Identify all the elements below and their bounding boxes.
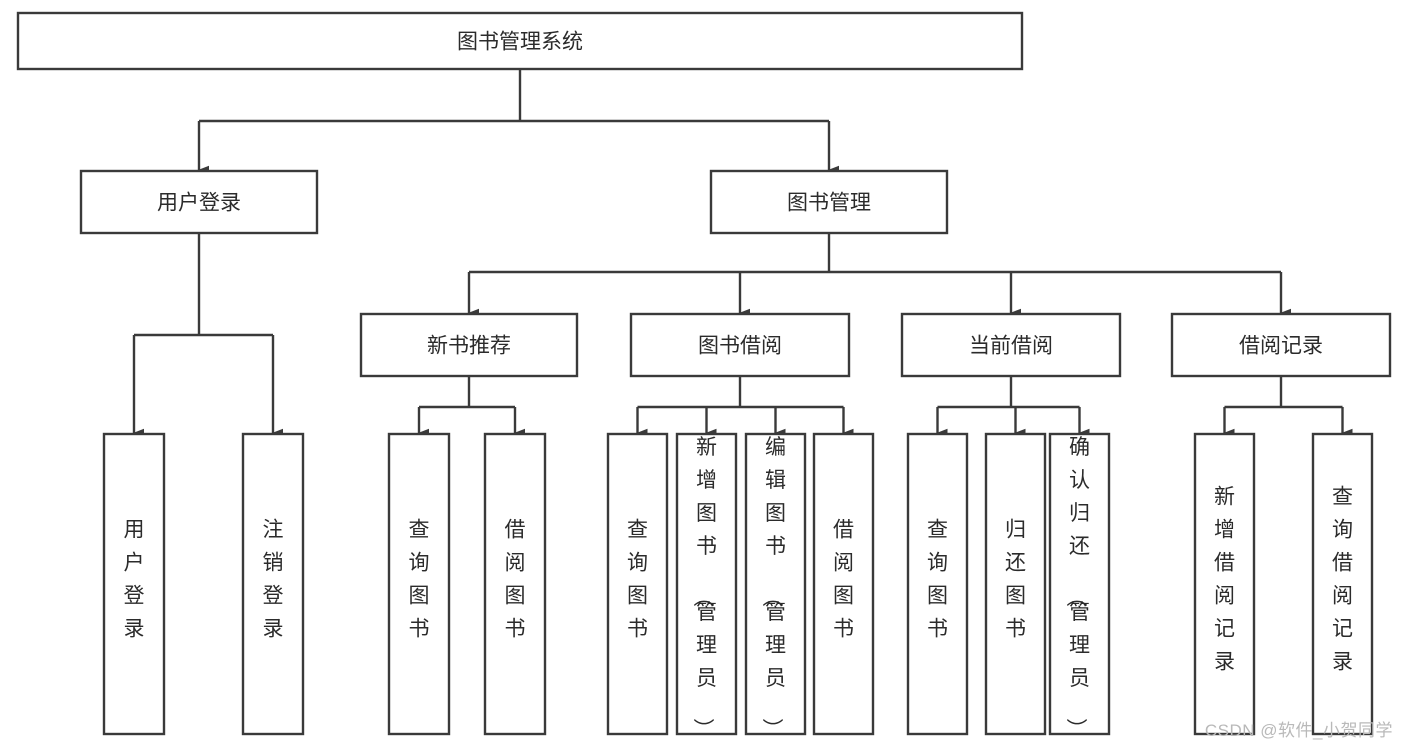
node-label-borrow_record: 借阅记录 <box>1239 335 1323 358</box>
node-label-leaf_user_login: 用户登录 <box>124 519 145 641</box>
node-book_borrow[interactable]: 图书借阅 <box>629 312 851 378</box>
node-box-new_book_rec <box>359 312 579 378</box>
node-box-leaf_query_book_2 <box>606 432 669 736</box>
node-label-leaf_query_record: 查询借阅记录 <box>1332 486 1353 674</box>
node-leaf_add_record[interactable]: 新增借阅记录 <box>1193 432 1256 736</box>
node-label-leaf_add_book: 新增图书（管理员） <box>691 436 717 739</box>
node-box-leaf_confirm_return <box>1048 432 1111 736</box>
node-label-leaf_query_book_2: 查询图书 <box>627 519 648 641</box>
node-leaf_edit_book[interactable]: 编辑图书（管理员） <box>744 432 807 739</box>
node-leaf_borrow_book_2[interactable]: 借阅图书 <box>812 432 875 736</box>
node-label-leaf_logout: 注销登录 <box>263 519 284 641</box>
node-box-root <box>16 11 1024 71</box>
node-label-leaf_add_record: 新增借阅记录 <box>1214 486 1235 674</box>
node-box-leaf_user_login <box>102 432 166 736</box>
node-current_borrow[interactable]: 当前借阅 <box>900 312 1122 378</box>
node-label-leaf_query_book_3: 查询图书 <box>927 519 948 641</box>
node-box-leaf_query_book_1 <box>387 432 451 736</box>
node-borrow_record[interactable]: 借阅记录 <box>1170 312 1392 378</box>
node-leaf_query_book_2[interactable]: 查询图书 <box>606 432 669 736</box>
node-label-user_login: 用户登录 <box>157 192 241 215</box>
node-box-leaf_borrow_book_2 <box>812 432 875 736</box>
node-box-leaf_query_book_3 <box>906 432 969 736</box>
node-label-leaf_borrow_book_2: 借阅图书 <box>833 519 854 641</box>
node-label-book_manage: 图书管理 <box>787 192 871 215</box>
node-new_book_rec[interactable]: 新书推荐 <box>359 312 579 378</box>
node-box-leaf_add_book <box>675 432 738 736</box>
node-leaf_logout[interactable]: 注销登录 <box>241 432 305 736</box>
node-label-book_borrow: 图书借阅 <box>698 335 782 358</box>
node-label-leaf_query_book_1: 查询图书 <box>409 519 430 641</box>
node-box-leaf_borrow_book_1 <box>483 432 547 736</box>
node-box-leaf_edit_book <box>744 432 807 736</box>
node-box-user_login <box>79 169 319 235</box>
node-box-book_manage <box>709 169 949 235</box>
node-box-leaf_return_book <box>984 432 1047 736</box>
node-box-book_borrow <box>629 312 851 378</box>
node-label-leaf_borrow_book_1: 借阅图书 <box>505 519 526 641</box>
node-label-root: 图书管理系统 <box>457 31 583 54</box>
node-box-leaf_logout <box>241 432 305 736</box>
node-leaf_return_book[interactable]: 归还图书 <box>984 432 1047 736</box>
node-box-leaf_add_record <box>1193 432 1256 736</box>
node-leaf_query_record[interactable]: 查询借阅记录 <box>1311 432 1374 736</box>
watermark: CSDN @软件_小贺同学 <box>1204 721 1393 740</box>
node-label-leaf_confirm_return: 确认归还（管理员） <box>1064 436 1090 739</box>
node-leaf_add_book[interactable]: 新增图书（管理员） <box>675 432 738 739</box>
node-label-leaf_edit_book: 编辑图书（管理员） <box>760 436 786 739</box>
node-user_login[interactable]: 用户登录 <box>79 169 319 235</box>
node-box-borrow_record <box>1170 312 1392 378</box>
nodes-layer: 图书管理系统用户登录图书管理新书推荐图书借阅当前借阅借阅记录用户登录注销登录查询… <box>16 11 1392 739</box>
node-label-current_borrow: 当前借阅 <box>969 335 1053 358</box>
edges-layer <box>132 69 1353 438</box>
node-leaf_query_book_1[interactable]: 查询图书 <box>387 432 451 736</box>
node-root[interactable]: 图书管理系统 <box>16 11 1024 71</box>
node-leaf_query_book_3[interactable]: 查询图书 <box>906 432 969 736</box>
node-box-leaf_query_record <box>1311 432 1374 736</box>
node-leaf_user_login[interactable]: 用户登录 <box>102 432 166 736</box>
node-leaf_borrow_book_1[interactable]: 借阅图书 <box>483 432 547 736</box>
node-leaf_confirm_return[interactable]: 确认归还（管理员） <box>1048 432 1111 739</box>
node-book_manage[interactable]: 图书管理 <box>709 169 949 235</box>
node-box-current_borrow <box>900 312 1122 378</box>
node-label-new_book_rec: 新书推荐 <box>427 335 511 358</box>
node-label-leaf_return_book: 归还图书 <box>1005 519 1026 641</box>
